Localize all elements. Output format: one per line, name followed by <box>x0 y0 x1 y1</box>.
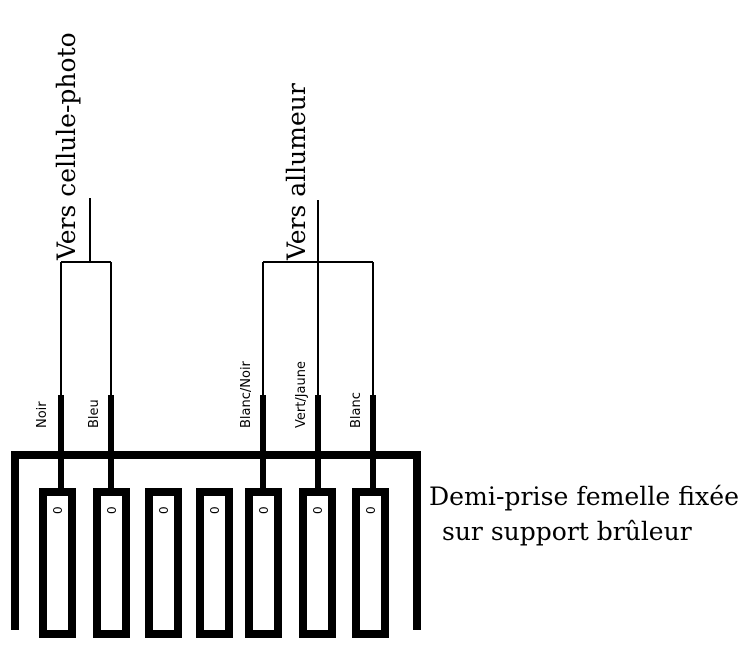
pin-label-1: 0 <box>51 506 65 514</box>
pin-socket-1 <box>39 488 76 638</box>
photocell-label: Vers cellule-photo <box>52 32 81 261</box>
connector-description-line2: sur support brûleur <box>442 517 692 546</box>
pin-label-4: 0 <box>208 506 222 514</box>
thick-wire-ends <box>58 395 376 492</box>
wire-label-blanc: Blanc <box>349 392 364 428</box>
wire-label-noir: Noir <box>35 401 50 428</box>
wire-label-blanc-noir: Blanc/Noir <box>239 360 254 428</box>
pin-socket-2 <box>93 488 130 638</box>
photocell-wires <box>60 198 112 395</box>
pin-socket-6 <box>299 488 336 638</box>
connector-description-line1: Demi-prise femelle fixée <box>429 482 739 511</box>
pin-socket-5 <box>245 488 282 638</box>
pin-socket-3 <box>145 488 182 638</box>
pin-sockets <box>39 488 389 638</box>
pin-socket-4 <box>196 488 233 638</box>
pin-socket-7 <box>352 488 389 638</box>
pin-label-3: 0 <box>157 506 171 514</box>
pin-label-2: 0 <box>105 506 119 514</box>
pin-label-5: 0 <box>257 506 271 514</box>
igniter-label: Vers allumeur <box>282 83 311 261</box>
igniter-wires <box>262 200 374 395</box>
connector-housing <box>11 451 421 630</box>
wire-label-bleu: Bleu <box>87 399 102 428</box>
pin-label-7: 0 <box>364 506 378 514</box>
pin-label-6: 0 <box>311 506 325 514</box>
wire-label-vert-jaune: Vert/Jaune <box>294 361 309 428</box>
